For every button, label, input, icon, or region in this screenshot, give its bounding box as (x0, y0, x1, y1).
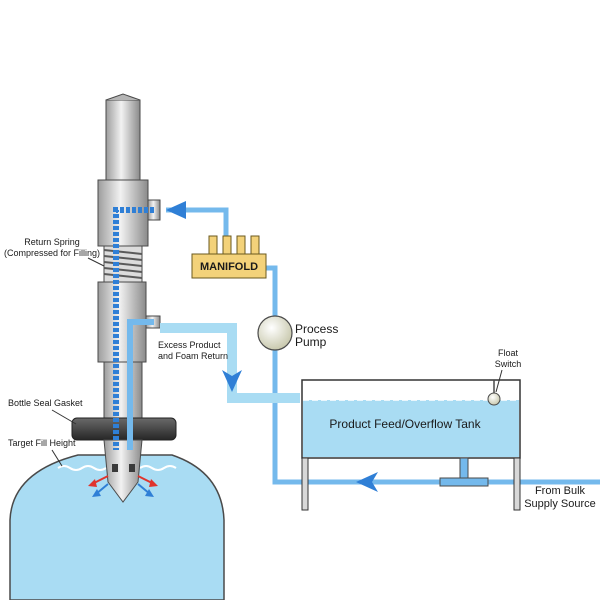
float-switch-label-2: Switch (495, 359, 522, 369)
bulk-supply-label-1: From Bulk (535, 485, 586, 497)
piston-rod (105, 99, 141, 181)
foam-return-channel (127, 319, 154, 450)
process-pump-label-1: Process (295, 322, 338, 336)
float-switch-label-1: Float (498, 348, 519, 358)
inlet-arrow (166, 201, 186, 219)
fill-height-surface (57, 465, 177, 471)
return-pipe (160, 323, 300, 403)
manifold (191, 235, 267, 279)
return-spring (103, 245, 143, 283)
return-spring-label-1: Return Spring (24, 237, 80, 247)
supply-pipe-upper (265, 265, 278, 316)
excess-product-label-1: Excess Product (158, 340, 221, 350)
bottle-seal-gasket-label: Bottle Seal Gasket (8, 398, 83, 408)
bulk-supply-label-2: Supply Source (524, 498, 596, 510)
product-feed-tank (301, 379, 521, 511)
bottle-seal-gasket (71, 417, 177, 441)
process-pump (257, 315, 293, 351)
return-arrow (222, 370, 242, 392)
manifold-label: MANIFOLD (200, 261, 258, 273)
nozzle-tip (103, 439, 143, 503)
filling-tube (103, 361, 143, 419)
process-pump-label-2: Pump (295, 335, 327, 349)
return-spring-label-2: (Compressed for Filling) (4, 248, 100, 258)
nozzle-flow-arrows (88, 475, 158, 497)
product-channel (113, 207, 154, 450)
target-fill-height-label: Target Fill Height (8, 438, 76, 448)
bulk-supply-arrow (356, 472, 378, 492)
float-switch (487, 392, 501, 406)
tank-label: Product Feed/Overflow Tank (329, 417, 481, 431)
excess-product-label-2: and Foam Return (158, 351, 228, 361)
